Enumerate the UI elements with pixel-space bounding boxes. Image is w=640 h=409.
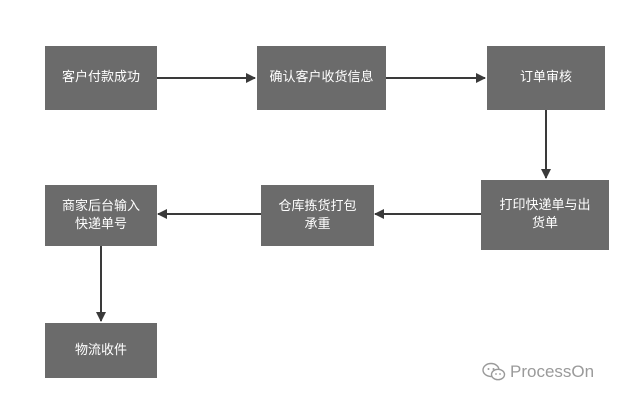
node-review-label: 订单审核 — [519, 70, 572, 85]
node-pay: 客户付款成功 — [45, 46, 157, 110]
node-pack-label: 仓库拣货打包 承重 — [278, 198, 357, 232]
node-input: 商家后台输入 快递单号 — [45, 185, 157, 246]
node-ship-label: 物流收件 — [74, 342, 127, 358]
node-print: 打印快递单与出 货单 — [481, 180, 609, 250]
node-pack: 仓库拣货打包 承重 — [261, 185, 374, 246]
node-input-label: 商家后台输入 快递单号 — [61, 198, 140, 232]
node-confirm: 确认客户收货信息 — [257, 46, 386, 110]
wechat-icon — [482, 362, 506, 381]
node-confirm-label: 确认客户收货信息 — [269, 70, 374, 85]
node-review: 订单审核 — [487, 46, 605, 110]
watermark-text: ProcessOn — [510, 362, 595, 381]
watermark: ProcessOn — [482, 362, 594, 382]
node-pay-label: 客户付款成功 — [61, 70, 140, 85]
node-print-label: 打印快递单与出 货单 — [499, 198, 591, 231]
node-ship: 物流收件 — [45, 323, 157, 378]
